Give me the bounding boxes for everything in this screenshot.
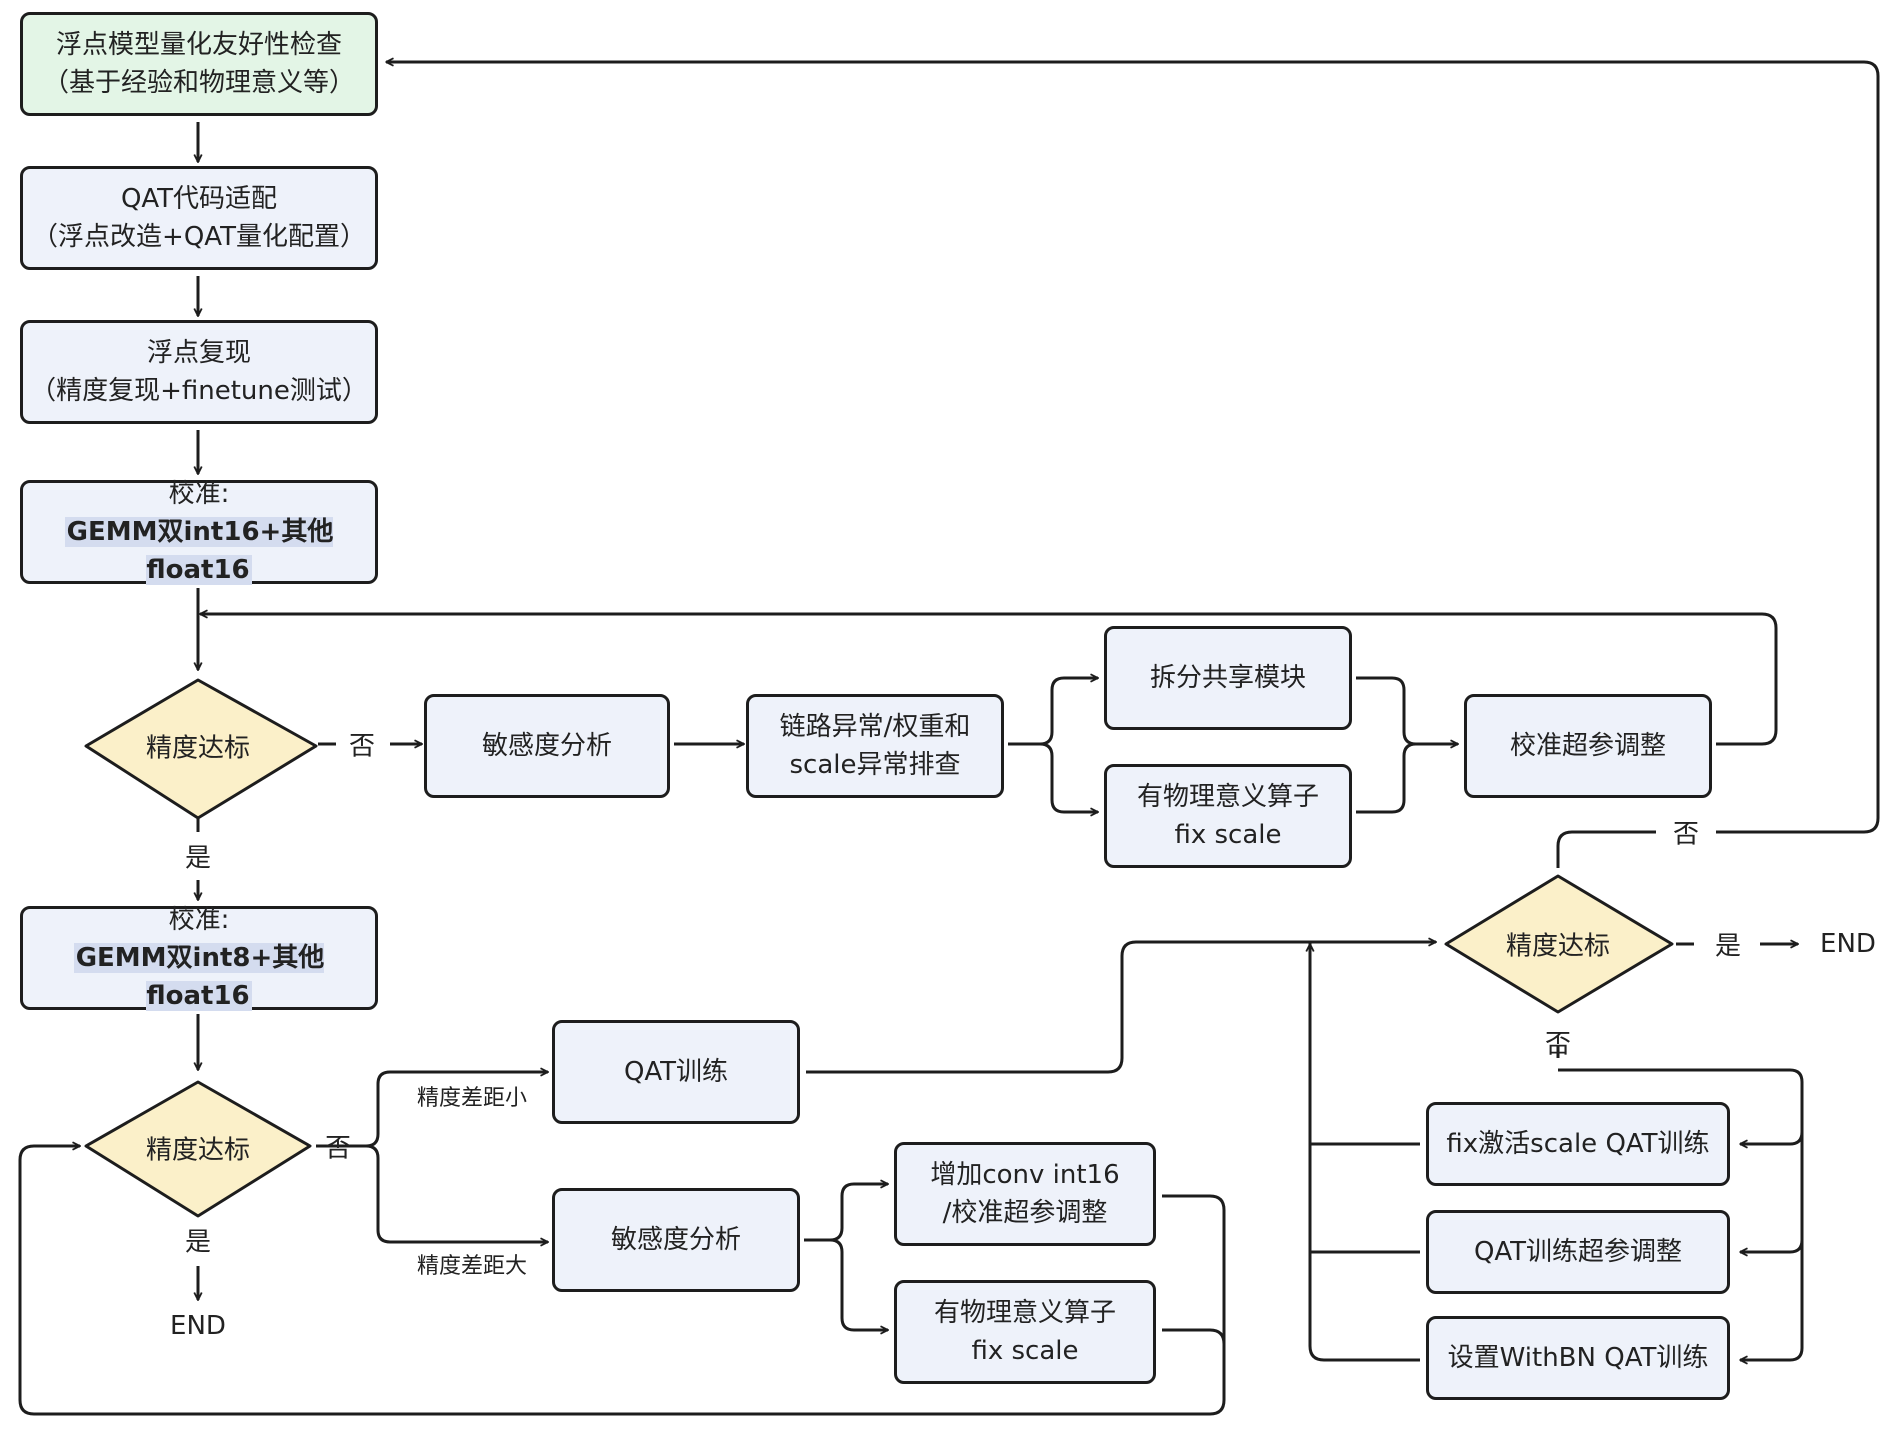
node-qat-train-text: QAT训练: [623, 1057, 729, 1087]
node-calib-int16-line1: 校准:: [168, 479, 230, 509]
arrow-d3-no-top: [1556, 830, 1656, 868]
arrow-s2-split-b: [1039, 742, 1098, 812]
arrow-q3-loop: [18, 1146, 1226, 1416]
node-sensitivity-2-text: 敏感度分析: [610, 1225, 741, 1255]
node-fix-scale-1-line1: 有物理意义算子: [1136, 782, 1319, 812]
node-fix-scale-1-line2: fix scale: [1174, 820, 1282, 850]
node-float-reproduce-line1: 浮点复现: [146, 338, 251, 368]
arrow-s3-s5: [1356, 676, 1458, 744]
node-sensitivity-2: 敏感度分析: [552, 1188, 800, 1292]
node-conv-int16-line2: /校准超参调整: [942, 1198, 1108, 1228]
arrow-col-r2: [1740, 1239, 1804, 1252]
node-fix-scale-1: 有物理意义算子 fix scale: [1104, 764, 1352, 868]
node-withbn-qat-text: 设置WithBN QAT训练: [1447, 1343, 1709, 1373]
node-calib-int8: 校准: GEMM双int8+其他float16: [20, 905, 378, 1011]
diamond-d3: [1444, 874, 1674, 1014]
label-small-gap: 精度差距小: [416, 1086, 528, 1111]
node-fix-activation-qat: fix激活scale QAT训练: [1426, 1102, 1730, 1186]
label-d2-end: END: [170, 1311, 226, 1341]
label-d3-yes: 是: [1714, 931, 1742, 962]
diamond-d1-label: 精度达标: [145, 733, 251, 764]
arrow-q2-q4: [829, 1238, 888, 1330]
label-large-gap: 精度差距大: [416, 1254, 528, 1279]
label-d3-no-top: 否: [1666, 813, 1706, 851]
label-d2-yes: 是: [184, 1227, 212, 1258]
node-calib-hparam: 校准超参调整: [1464, 694, 1712, 798]
node-calib-int16-line2: GEMM双int16+其他float16: [64, 517, 334, 585]
node-calib-hparam-text: 校准超参调整: [1509, 731, 1666, 761]
node-fix-scale-2-line1: 有物理意义算子: [933, 1298, 1116, 1328]
node-float-check-line1: 浮点模型量化友好性检查: [55, 30, 342, 60]
node-qat-train: QAT训练: [552, 1020, 800, 1124]
node-fix-scale-2-line2: fix scale: [971, 1336, 1079, 1366]
label-d3-no-bottom: 否: [1544, 1029, 1572, 1060]
node-qat-adapt: QAT代码适配 （浮点改造+QAT量化配置）: [20, 166, 378, 270]
node-qat-hparam: QAT训练超参调整: [1426, 1210, 1730, 1294]
arrow-d3-no-top-b: [386, 62, 1880, 834]
label-d2-no: 否: [324, 1133, 352, 1164]
diamond-d1: [84, 678, 318, 820]
node-conv-int16-line1: 增加conv int16: [930, 1160, 1120, 1190]
node-withbn-qat: 设置WithBN QAT训练: [1426, 1316, 1730, 1400]
node-float-check-line2: （基于经验和物理意义等）: [42, 68, 355, 98]
node-calib-int8-line1: 校准:: [168, 905, 230, 935]
arrow-q4-loop: [1162, 1328, 1226, 1345]
node-link-check-line2: scale异常排查: [789, 750, 961, 780]
node-qat-adapt-line1: QAT代码适配: [120, 184, 278, 214]
node-calib-int8-line2: GEMM双int8+其他float16: [73, 943, 325, 1011]
node-qat-hparam-text: QAT训练超参调整: [1473, 1237, 1683, 1267]
node-conv-int16: 增加conv int16 /校准超参调整: [894, 1142, 1156, 1246]
node-float-check: 浮点模型量化友好性检查 （基于经验和物理意义等）: [20, 12, 378, 116]
node-float-reproduce-line2: （精度复现+finetune测试）: [30, 376, 368, 406]
arrow-s4-s5: [1356, 742, 1417, 814]
arrow-s5-loop: [200, 614, 1778, 746]
arrow-r-col: [1308, 942, 1420, 1362]
node-split-shared: 拆分共享模块: [1104, 626, 1352, 730]
node-sensitivity-1-text: 敏感度分析: [481, 731, 612, 761]
node-float-reproduce: 浮点复现 （精度复现+finetune测试）: [20, 320, 378, 424]
label-d1-no: 否: [342, 725, 382, 763]
diamond-d3-label: 精度达标: [1505, 931, 1611, 962]
node-fix-scale-2: 有物理意义算子 fix scale: [894, 1280, 1156, 1384]
arrow-d2-q2: [365, 1144, 548, 1242]
node-split-shared-text: 拆分共享模块: [1149, 663, 1306, 693]
label-d3-end: END: [1820, 929, 1876, 959]
arrow-d3-right-col: [1558, 1068, 1804, 1360]
node-qat-adapt-line2: （浮点改造+QAT量化配置）: [32, 222, 366, 252]
arrow-col-r1: [1740, 1131, 1804, 1144]
diamond-d2: [84, 1080, 312, 1218]
arrow-q2-q3: [804, 1184, 888, 1242]
node-link-check: 链路异常/权重和 scale异常排查: [746, 694, 1004, 798]
arrow-q1-d3: [806, 942, 1436, 1074]
node-sensitivity-1: 敏感度分析: [424, 694, 670, 798]
node-fix-activation-qat-text: fix激活scale QAT训练: [1446, 1129, 1710, 1159]
node-link-check-line1: 链路异常/权重和: [779, 712, 971, 742]
node-calib-int16: 校准: GEMM双int16+其他float16: [20, 479, 378, 585]
arrow-s2-split: [1008, 678, 1098, 746]
label-d1-yes: 是: [184, 843, 212, 874]
diamond-d2-label: 精度达标: [145, 1135, 251, 1166]
